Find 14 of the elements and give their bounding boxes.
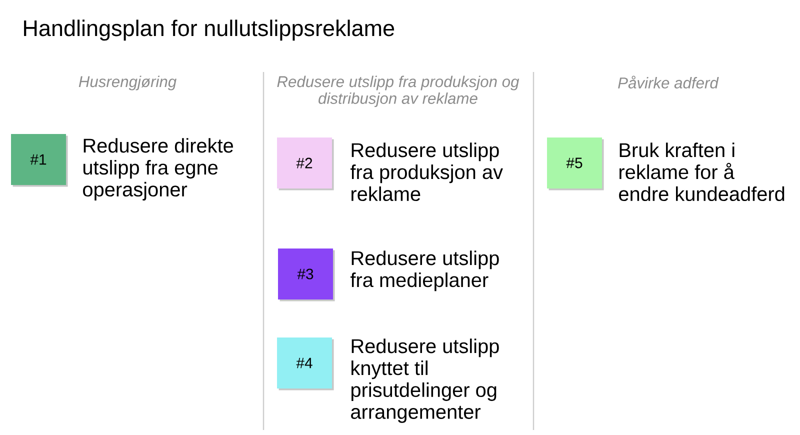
column-heading: Redusere utslipp fra produksjon og distribusjon av reklame — [277, 76, 520, 108]
description-text: Redusere utslipp knyttet til prisutdelinger og arrangementer — [351, 338, 499, 423]
number-tile: #3 — [278, 248, 335, 302]
description-text: Redusere utslipp fra medieplaner — [350, 250, 499, 292]
column-heading: Påvirke adferd — [618, 76, 719, 88]
number-tile: #1 — [11, 134, 68, 187]
description-text: Redusere direkte utslipp fra egne operasjoner — [83, 138, 233, 200]
column-heading: Husrengjøring — [78, 76, 176, 90]
number-tile: #2 — [277, 137, 334, 190]
title: Handlingsplan for nullutslippsreklame — [24, 20, 394, 41]
description-text: Bruk kraften i reklame for å endre kundeadferd — [619, 142, 784, 202]
description-text: Redusere utslipp fra produksjon av reklame — [350, 142, 503, 202]
number-tile: #5 — [547, 137, 604, 190]
number-tile: #4 — [277, 337, 334, 390]
